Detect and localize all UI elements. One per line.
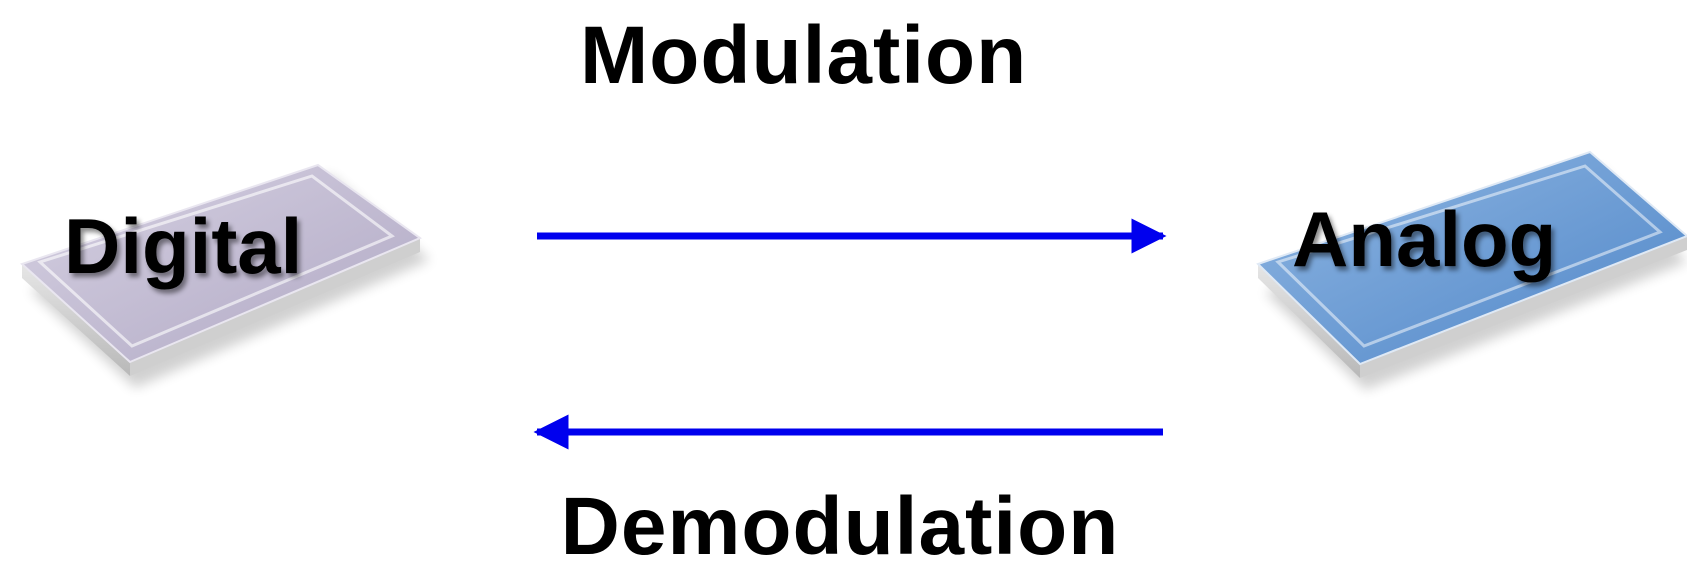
modulation-label: Modulation [580,10,1028,101]
demodulation-label: Demodulation [560,481,1120,572]
analog-node-label: Analog [1292,195,1557,283]
digital-node-label: Digital [64,202,303,290]
analog-tile [1256,150,1687,390]
digital-tile [20,163,430,388]
